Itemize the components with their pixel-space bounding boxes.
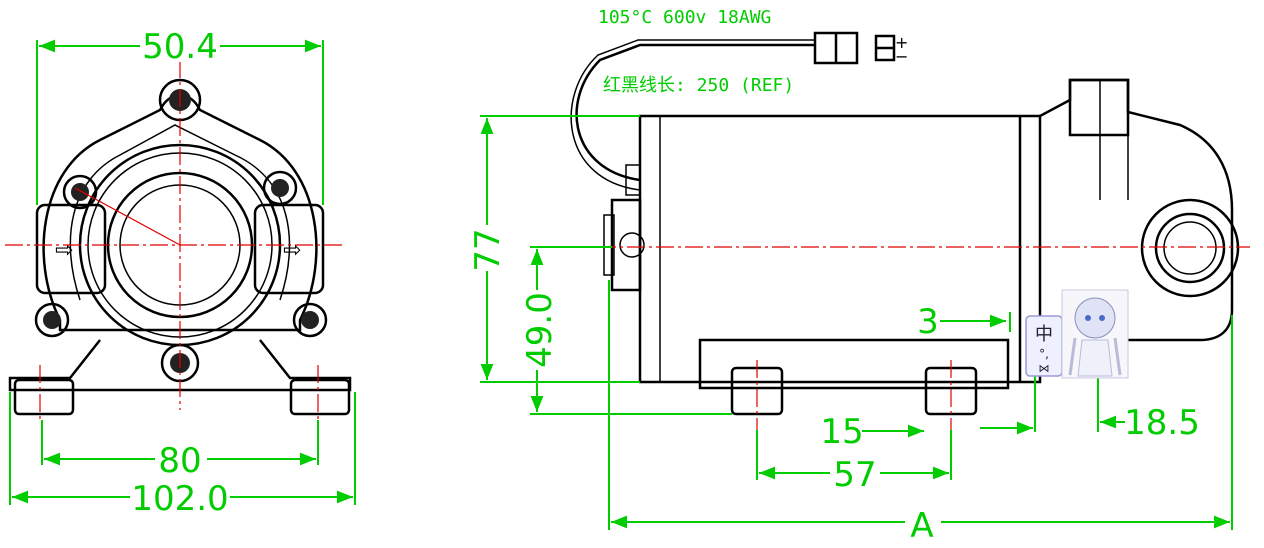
screw-left-upper: [62, 174, 98, 210]
lead-wire: [575, 43, 815, 182]
foot-right: [289, 378, 351, 416]
ime-mode-char: 中: [1035, 324, 1053, 345]
front-view: ⇨ ⇨ 50.4 80 102.0: [5, 27, 356, 519]
dim-port-label: 18.5: [1124, 403, 1200, 443]
dim-foot-span-label: 57: [833, 455, 876, 495]
rear-boss: [610, 198, 642, 292]
screw-right-lower: [292, 302, 328, 338]
dim-height-label: 77: [468, 228, 508, 271]
butterfly-icon: ⋈: [1039, 362, 1050, 375]
dim-width-label: 50.4: [142, 27, 218, 67]
radius-line: [74, 187, 181, 246]
label-bg: [905, 505, 941, 541]
polarity-minus: −: [895, 47, 908, 66]
lead-wire-2: [570, 39, 815, 191]
label-bg: [130, 480, 230, 514]
base-plate: [698, 338, 1010, 390]
screw-left-lower: [34, 302, 70, 338]
pump-head: [1039, 78, 1234, 342]
wire-length-note: 红黑线长: 250 (REF): [603, 75, 794, 96]
label-bg: [830, 456, 880, 490]
label-bg: [155, 442, 207, 476]
rear-bolt: [619, 232, 645, 258]
ime-punct: °,: [1039, 347, 1049, 361]
label-bg: [520, 290, 556, 370]
outlet-block: [253, 203, 325, 295]
rear-tab: [603, 214, 615, 276]
side-view: + − 105°C 600v 18AWG 红黑线长: 250 (REF): [468, 7, 1250, 546]
dim-foot-spacing-label: 15: [820, 412, 863, 452]
mascot-icon: [1061, 289, 1129, 379]
dim-overall-length-label: A: [910, 506, 933, 546]
screw-right-upper: [262, 170, 298, 206]
label-bg: [468, 225, 506, 271]
dim-mount-spacing-label: 80: [158, 441, 201, 481]
polarity-plus: +: [895, 33, 908, 52]
dim-center-height-label: 49.0: [520, 292, 560, 368]
outlet-port-inner: [1154, 212, 1226, 284]
dim-overall-width-label: 102.0: [131, 479, 228, 519]
outlet-port-outer: [1140, 198, 1240, 298]
flow-arrow-right-icon: ⇨: [283, 238, 301, 263]
flow-arrow-left-icon: ⇨: [55, 238, 73, 263]
top-port: [1068, 78, 1130, 137]
dim-offset-label: 3: [917, 302, 939, 342]
foot-left: [13, 378, 75, 416]
ime-badge[interactable]: 中 °, ⋈: [1025, 289, 1129, 379]
outlet-port-bore: [1163, 221, 1217, 275]
label-bg: [140, 28, 220, 62]
wire-grommet: [625, 164, 641, 196]
wire-spec-note: 105°C 600v 18AWG: [598, 7, 771, 28]
pump-body-inner: [69, 124, 291, 301]
